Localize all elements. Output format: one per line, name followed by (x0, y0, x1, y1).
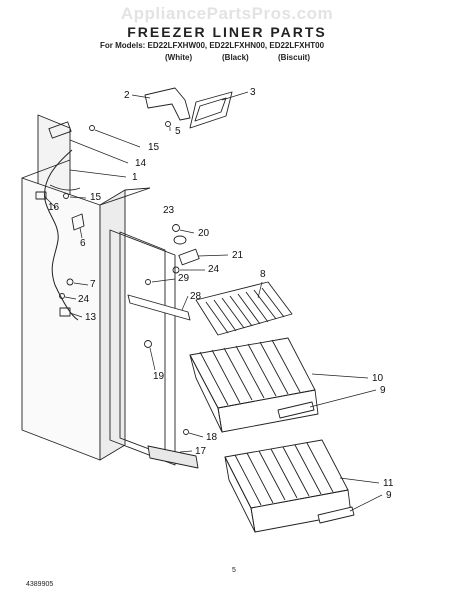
screw-part-15-top (89, 125, 95, 131)
part-24-left (59, 293, 65, 299)
callout-20: 20 (198, 228, 210, 239)
part-13-connector (59, 307, 71, 317)
page-number: 5 (232, 567, 236, 574)
callout-24: 24 (78, 294, 90, 305)
freezer-liner (21, 114, 176, 466)
clip-part-16 (35, 191, 47, 200)
callout-16: 16 (48, 202, 60, 213)
wire-shelf (195, 281, 293, 336)
part-7 (66, 278, 74, 286)
leader-lines (43, 91, 383, 512)
callout-8: 8 (260, 269, 266, 280)
upper-basket (189, 337, 319, 433)
basket-trim-part-9-lower (317, 506, 355, 524)
callout-13: 13 (85, 312, 97, 323)
callout-6: 6 (80, 238, 86, 249)
basket-trim-part-9-upper (277, 401, 315, 419)
rail-part-17 (147, 445, 199, 469)
callout-15: 15 (90, 192, 102, 203)
bracket-part-6 (71, 213, 85, 231)
middle-hardware (145, 224, 200, 285)
callout-17: 17 (195, 446, 207, 457)
top-bracket-assembly (144, 87, 233, 129)
screw-part-18 (183, 429, 189, 435)
callout-28: 28 (190, 291, 202, 302)
shelf-support-part-28 (127, 294, 191, 321)
models-line: For Models: ED22LFXHW00, ED22LFXHN00, ED… (100, 41, 325, 50)
watermark: AppliancePartsPros.com (120, 4, 334, 23)
color-label-biscuit: (Biscuit) (278, 53, 310, 62)
color-label-black: (Black) (222, 53, 249, 62)
callout-9: 9 (386, 490, 392, 501)
callout-14: 14 (135, 158, 147, 169)
callout-7: 7 (90, 279, 96, 290)
callout-10: 10 (372, 373, 384, 384)
callout-11: 11 (383, 478, 394, 489)
callout-9: 9 (380, 385, 386, 396)
callout-18: 18 (206, 432, 218, 443)
part-19 (144, 340, 152, 348)
callout-15: 15 (148, 142, 160, 153)
callout-21: 21 (232, 250, 244, 261)
callout-1: 1 (132, 172, 138, 183)
callout-5: 5 (175, 126, 181, 137)
callout-19: 19 (153, 371, 165, 382)
wire-harness (44, 149, 79, 321)
screw-part-15 (63, 193, 69, 199)
callout-3: 3 (250, 87, 256, 98)
callout-2: 2 (124, 90, 130, 101)
callout-24: 24 (208, 264, 220, 275)
lower-basket (224, 439, 352, 533)
document-number: 4389905 (26, 581, 54, 588)
callout-29: 29 (178, 273, 190, 284)
color-label-white: (White) (165, 53, 193, 62)
callout-23: 23 (163, 205, 175, 216)
diagram-title: FREEZER LINER PARTS (127, 24, 327, 40)
bracket-part-14 (48, 121, 72, 139)
